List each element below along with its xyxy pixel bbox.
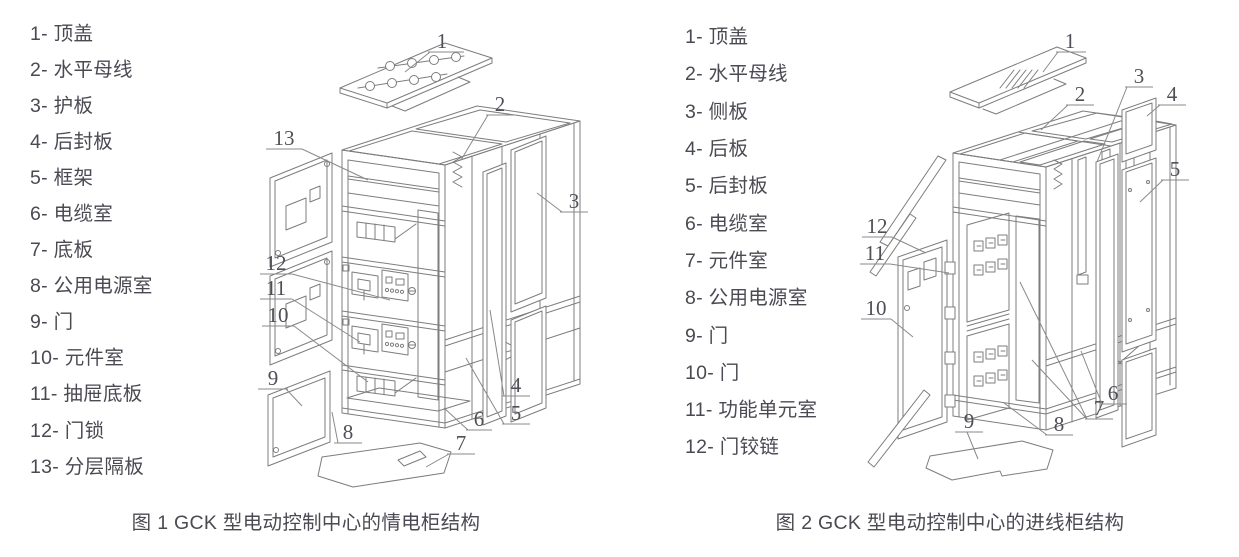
legend-item: 9- 门 bbox=[685, 324, 729, 347]
legend-item: 5- 框架 bbox=[30, 166, 94, 189]
legend-item: 4- 后封板 bbox=[30, 130, 114, 153]
figure1-callouts: 1 2 13 3 12 11 10 9 8 7 6 5 4 bbox=[258, 29, 588, 468]
svg-text:11: 11 bbox=[266, 276, 286, 300]
callout-11: 11 bbox=[860, 241, 950, 274]
svg-text:12: 12 bbox=[867, 214, 888, 238]
callout-6: 6 bbox=[1080, 350, 1127, 405]
svg-text:8: 8 bbox=[343, 420, 354, 444]
figure1-caption: 图 1 GCK 型电动控制中心的情电柜结构 bbox=[131, 512, 481, 534]
svg-text:3: 3 bbox=[569, 189, 580, 213]
figure2-caption: 图 2 GCK 型电动控制中心的进线柜结构 bbox=[775, 512, 1125, 534]
legend-item: 11- 抽屉底板 bbox=[30, 383, 143, 406]
callout-9: 9 bbox=[258, 366, 303, 407]
figure1-legend: 1- 顶盖 2- 水平母线 3- 护板 4- 后封板 5- 框架 6- 电缆室 … bbox=[30, 13, 153, 482]
bottom-plate bbox=[317, 442, 452, 488]
svg-text:2: 2 bbox=[495, 92, 506, 116]
callout-1: 1 bbox=[1042, 29, 1086, 73]
callout-11: 11 bbox=[260, 276, 361, 343]
legend-item: 6- 电缆室 bbox=[685, 212, 769, 235]
figure2-diagram: 1 2 3 4 5 12 11 10 9 8 7 6 bbox=[850, 10, 1239, 515]
callout-3: 3 bbox=[1096, 64, 1153, 163]
bottom-plate bbox=[925, 440, 1054, 481]
legend-item: 7- 元件室 bbox=[685, 249, 769, 272]
svg-text:7: 7 bbox=[1094, 396, 1105, 420]
callout-10: 10 bbox=[262, 303, 369, 383]
callout-4: 4 bbox=[489, 309, 530, 397]
legend-item: 13- 分层隔板 bbox=[30, 455, 145, 478]
svg-text:2: 2 bbox=[1075, 82, 1086, 106]
figure2-legend: 1- 顶盖 2- 水平母线 3- 侧板 4- 后板 5- 后封板 6- 电缆室 … bbox=[685, 16, 817, 464]
hinge bbox=[944, 351, 956, 365]
legend-item: 12- 门铰链 bbox=[685, 436, 780, 459]
callout-2: 2 bbox=[1040, 82, 1094, 131]
callout-5: 5 bbox=[1139, 157, 1189, 203]
legend-item: 1- 顶盖 bbox=[685, 26, 749, 49]
callout-12: 12 bbox=[862, 214, 927, 254]
hinge bbox=[944, 306, 956, 320]
callout-8: 8 bbox=[1003, 402, 1073, 436]
svg-text:4: 4 bbox=[511, 373, 522, 397]
callout-10: 10 bbox=[861, 296, 914, 338]
legend-item: 5- 后封板 bbox=[685, 175, 769, 198]
svg-text:13: 13 bbox=[274, 126, 295, 150]
callout-7: 7 bbox=[425, 431, 475, 468]
legend-item: 10- 元件室 bbox=[30, 347, 125, 370]
svg-text:7: 7 bbox=[456, 431, 467, 455]
legend-item: 12- 门锁 bbox=[30, 419, 105, 442]
callout-5: 5 bbox=[465, 357, 530, 425]
svg-text:10: 10 bbox=[866, 296, 887, 320]
callout-6: 6 bbox=[443, 407, 492, 431]
door-panels bbox=[267, 152, 333, 467]
legend-item: 1- 顶盖 bbox=[30, 22, 94, 45]
top-cover bbox=[949, 46, 1087, 115]
rear-panels bbox=[1095, 97, 1157, 448]
callout-3: 3 bbox=[536, 189, 588, 213]
svg-text:9: 9 bbox=[268, 366, 279, 390]
callout-13: 13 bbox=[266, 126, 369, 181]
figure1-diagram: 1 2 13 3 12 11 10 9 8 7 6 5 4 bbox=[240, 10, 630, 515]
svg-text:1: 1 bbox=[1065, 29, 1076, 53]
callout-9: 9 bbox=[955, 409, 983, 460]
hinge bbox=[944, 261, 956, 275]
callout-2: 2 bbox=[460, 92, 514, 161]
callout-7: 7 bbox=[1019, 281, 1113, 420]
door-panels bbox=[867, 155, 956, 468]
svg-text:6: 6 bbox=[474, 407, 485, 431]
svg-text:11: 11 bbox=[865, 241, 885, 265]
legend-item: 8- 公用电源室 bbox=[30, 275, 153, 298]
legend-item: 9- 门 bbox=[30, 311, 74, 334]
legend-item: 3- 护板 bbox=[30, 94, 94, 117]
legend-item: 7- 底板 bbox=[30, 239, 94, 262]
callout-1: 1 bbox=[404, 29, 464, 73]
svg-text:8: 8 bbox=[1054, 412, 1065, 436]
legend-item: 3- 侧板 bbox=[685, 100, 749, 123]
svg-text:5: 5 bbox=[511, 401, 522, 425]
svg-text:4: 4 bbox=[1167, 82, 1178, 106]
legend-item: 2- 水平母线 bbox=[30, 58, 133, 81]
top-cover bbox=[339, 42, 493, 112]
svg-text:1: 1 bbox=[437, 29, 448, 53]
svg-text:6: 6 bbox=[1108, 381, 1119, 405]
legend-item: 11- 功能单元室 bbox=[685, 399, 818, 422]
hinge bbox=[944, 394, 956, 408]
callout-4: 4 bbox=[1146, 82, 1186, 117]
legend-item: 6- 电缆室 bbox=[30, 203, 114, 226]
rear-panels bbox=[482, 135, 547, 426]
svg-text:5: 5 bbox=[1170, 157, 1181, 181]
callout-8: 8 bbox=[331, 411, 362, 444]
figure2-callouts: 1 2 3 4 5 12 11 10 9 8 7 6 bbox=[860, 29, 1189, 460]
legend-item: 8- 公用电源室 bbox=[685, 287, 808, 310]
legend-item: 2- 水平母线 bbox=[685, 63, 788, 86]
legend-item: 4- 后板 bbox=[685, 138, 749, 161]
svg-text:12: 12 bbox=[266, 251, 287, 275]
svg-text:9: 9 bbox=[964, 409, 975, 433]
callout-12: 12 bbox=[260, 251, 391, 301]
legend-item: 10- 门 bbox=[685, 361, 740, 384]
svg-text:10: 10 bbox=[268, 303, 289, 327]
svg-text:3: 3 bbox=[1134, 64, 1145, 88]
cabinet-frame bbox=[952, 110, 1177, 431]
